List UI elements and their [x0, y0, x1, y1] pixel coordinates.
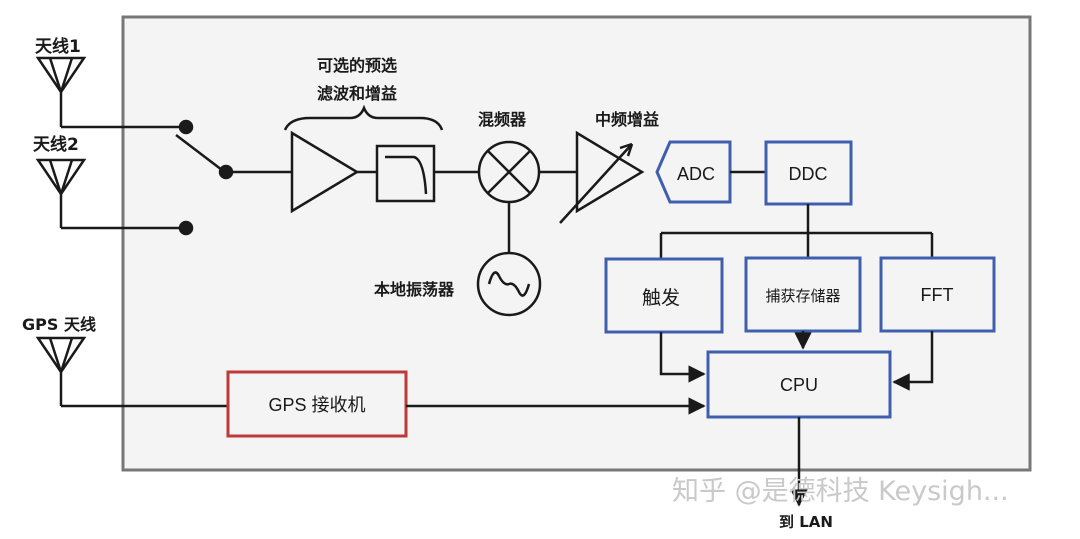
ddc-distribution-bus: [659, 204, 934, 259]
trigger-label: 触发: [642, 287, 680, 309]
antenna-2-icon: [35, 158, 186, 230]
gps-receiver-label: GPS 接收机: [268, 395, 365, 415]
antenna-1-icon: [35, 56, 186, 129]
mixer-label: 混频器: [478, 110, 527, 129]
preamp-amplifier-icon: [290, 130, 360, 214]
gps-receiver-block: [226, 370, 408, 438]
ddc-label: DDC: [789, 164, 828, 184]
if-gain-amplifier-icon: [559, 130, 645, 224]
filter-group-label-1: 可选的预选: [317, 56, 397, 75]
gps-antenna-icon: [35, 336, 228, 408]
cpu-label: CPU: [780, 375, 818, 395]
fft-to-cpu-arrow: [892, 331, 934, 391]
fft-block: [879, 256, 996, 333]
if-gain-label: 中频增益: [595, 110, 659, 129]
fft-label: FFT: [921, 285, 954, 305]
instrument-frame: [121, 15, 1032, 472]
filter-group-label-2: 滤波和增益: [317, 84, 397, 103]
trigger-to-cpu-arrow: [659, 332, 706, 383]
antenna-1-label: 天线1: [35, 36, 81, 57]
adc-label: ADC: [677, 164, 715, 184]
antenna-2-label: 天线2: [33, 134, 79, 155]
antenna-switch: [175, 119, 292, 236]
filter-group-brace: [283, 104, 444, 131]
capture-memory-label: 捕获存储器: [765, 288, 840, 305]
preselect-filter-icon: [375, 144, 436, 203]
gps-antenna-label: GPS 天线: [22, 315, 96, 334]
lan-output-label: 到 LAN: [779, 513, 833, 531]
local-oscillator-icon: [476, 251, 542, 317]
trigger-block: [604, 257, 724, 334]
watermark-text: 知乎 @是德科技 Keysigh...: [672, 476, 1009, 507]
local-oscillator-label: 本地振荡器: [374, 280, 455, 299]
